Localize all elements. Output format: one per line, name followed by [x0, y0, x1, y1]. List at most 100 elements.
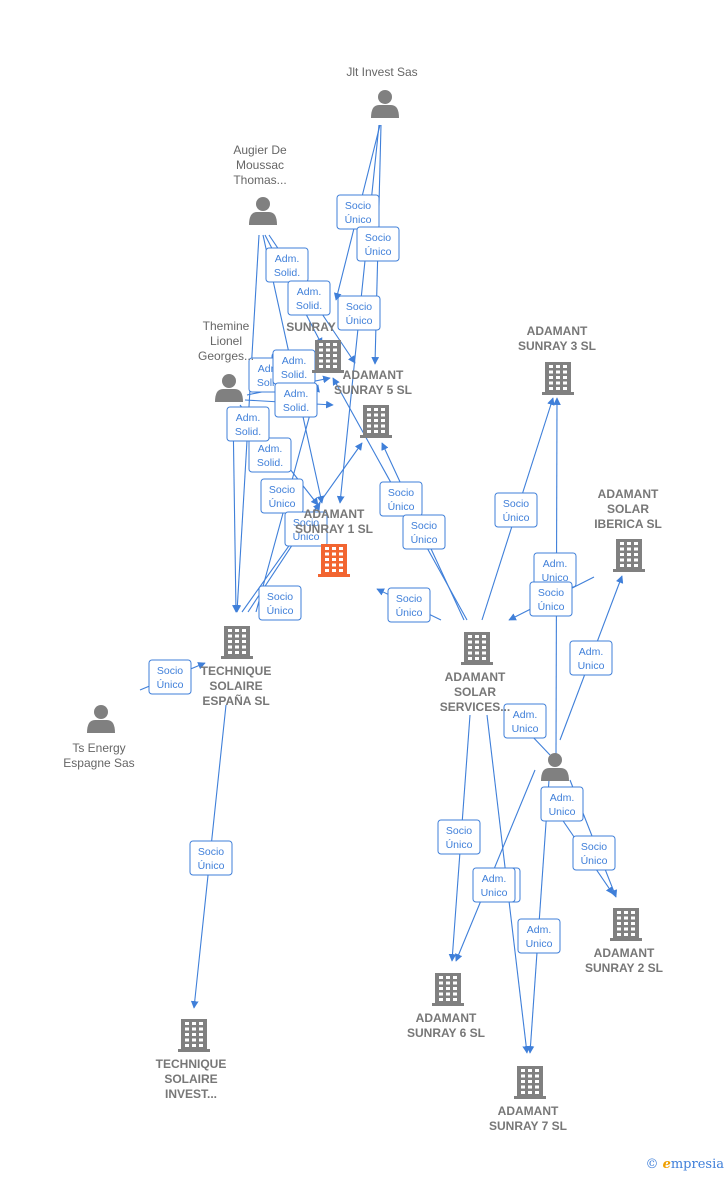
edge-label-person_mid-to-sunray3[interactable]: Adm.Unico — [533, 552, 577, 588]
node-label: Themine — [203, 319, 250, 333]
node-jlt[interactable]: Jlt Invest Sas — [346, 65, 418, 118]
edge-label-text: Socio — [538, 587, 564, 599]
node-label: SERVICES... — [440, 700, 510, 714]
edge-label-person_mid-to-sunray2[interactable]: Adm.Unico — [540, 786, 584, 822]
edge-label-text: Socio — [269, 484, 295, 496]
edge-label-text: Unico — [578, 660, 605, 672]
node-label: Espagne Sas — [63, 756, 134, 770]
edge-label-text: Adm. — [275, 253, 300, 265]
node-label: Thomas... — [233, 173, 286, 187]
edge-label-text: Socio — [157, 665, 183, 677]
edge-label-text: Único — [346, 314, 373, 327]
node-label: INVEST... — [165, 1087, 217, 1101]
node-label: Moussac — [236, 158, 284, 172]
person-icon — [249, 197, 277, 225]
brand-initial: e — [662, 1157, 671, 1172]
building-icon — [312, 340, 344, 373]
edge-label-themine-to-sunray4[interactable]: Adm.Solid. — [272, 349, 316, 385]
node-label: ESPAÑA SL — [202, 693, 269, 708]
node-label: ADAMANT — [594, 946, 655, 960]
edge-label-text: Socio — [396, 593, 422, 605]
edge-label-text: Único — [293, 530, 320, 543]
edge-label-text: Adm. — [284, 388, 309, 400]
node-themine[interactable]: ThemineLionelGeorges... — [198, 319, 254, 402]
edge-person_mid-to-sunray6 — [455, 769, 536, 962]
edge-label-text: Único — [198, 859, 225, 872]
node-sunray4[interactable]: SUNRAY — [286, 320, 344, 373]
edge-label-text: Único — [388, 500, 415, 513]
edge-label-text: Socio — [581, 841, 607, 853]
edge-label-text: Solid. — [235, 426, 261, 438]
brand-name: mpresia — [670, 1157, 724, 1172]
edge-label-augier-to-sunray5[interactable]: Adm.Solid. — [287, 280, 331, 316]
node-label: SUNRAY 3 SL — [518, 339, 596, 353]
edge-label-themine-to-sunray5[interactable]: Adm. Solid. — [274, 382, 318, 418]
building-icon — [542, 362, 574, 395]
node-label: ADAMANT — [343, 368, 404, 382]
edge-label-text: Único — [581, 854, 608, 867]
node-label: Augier De — [233, 143, 287, 157]
edge-label-person_mid-to-iberica[interactable]: Adm. Unico — [569, 640, 613, 676]
edge-label-themine-to-tse[interactable]: Adm.Solid. — [226, 406, 270, 442]
edge-label-text: Adm. — [482, 873, 507, 885]
edge-label-text: Solid. — [283, 402, 309, 414]
edge-label-person_mid-to-sunray7[interactable]: Adm.Unico — [517, 918, 561, 954]
edge-label-text: Unico — [512, 723, 539, 735]
edge-label-text: Socio — [411, 520, 437, 532]
edge-label-text: Adm. — [527, 924, 552, 936]
node-services[interactable]: ADAMANTSOLARSERVICES... — [440, 632, 510, 714]
edge-label-text: Único — [267, 604, 294, 617]
edge-label-text: Adm. — [579, 646, 604, 658]
person-icon — [541, 753, 569, 781]
edge-label-text: Único — [446, 838, 473, 851]
node-tsi[interactable]: TECHNIQUESOLAIREINVEST... — [156, 1019, 227, 1101]
edge-label-augier-to-sunray4[interactable]: Adm. Solid. — [265, 247, 309, 283]
node-augier[interactable]: Augier DeMoussacThomas... — [233, 143, 287, 225]
node-label: TECHNIQUE — [201, 664, 272, 678]
node-label: Jlt Invest Sas — [346, 65, 417, 79]
person-icon — [87, 705, 115, 733]
edge-label-person_mid-to-sunray6[interactable]: Adm.Unico — [472, 867, 516, 903]
person-icon — [371, 90, 399, 118]
node-person_mid[interactable] — [541, 753, 569, 781]
edge-label-text: Adm. — [543, 558, 568, 570]
edge-label-themine-to-sunray1[interactable]: Adm.Solid. — [248, 437, 292, 473]
edge-label-person_mid-to-services[interactable]: Adm.Unico — [503, 703, 547, 739]
node-label: SOLAR — [454, 685, 496, 699]
edge-label-text: Único — [411, 533, 438, 546]
edge-labels-layer: SocioÚnicoSocioÚnicoSocioÚnicoAdm.Solid.… — [148, 194, 616, 954]
node-label: SOLAR — [607, 502, 649, 516]
edge-label-text: Solid. — [296, 300, 322, 312]
copyright-symbol: © — [645, 1157, 659, 1172]
edge-label-text: Unico — [549, 806, 576, 818]
edge-label-text: Solid. — [274, 267, 300, 279]
building-icon — [610, 908, 642, 941]
node-label: SUNRAY 7 SL — [489, 1119, 567, 1133]
